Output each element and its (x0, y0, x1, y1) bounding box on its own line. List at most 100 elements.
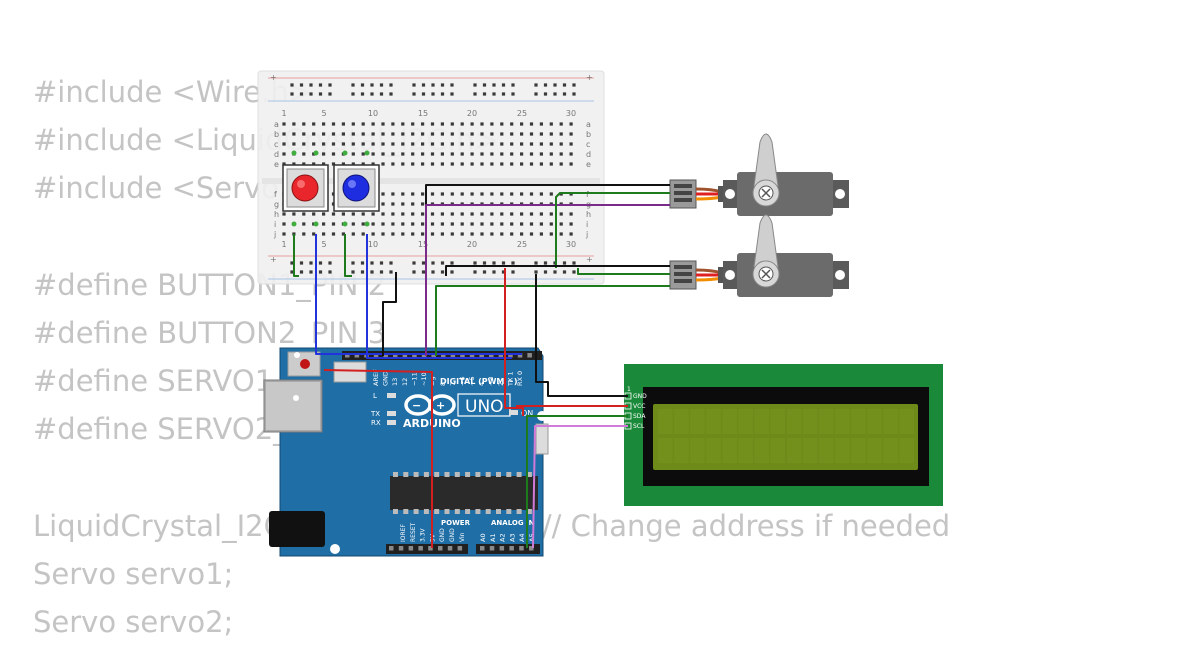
chip-pins (393, 472, 532, 514)
breadboard-hole (361, 222, 365, 226)
header-hole (529, 546, 534, 551)
breadboard-hole (569, 132, 573, 136)
rail-hole (572, 92, 576, 96)
wire-button2-signal (366, 234, 512, 359)
header-hole (383, 353, 388, 358)
row-letter: g (274, 200, 279, 209)
power-label: POWER (441, 519, 471, 527)
icsp-header (333, 361, 367, 383)
breadboard-hole (381, 232, 385, 236)
header-hole (480, 546, 485, 551)
breadboard-hole (351, 132, 355, 136)
breadboard-hole (381, 132, 385, 136)
rail-hole (482, 92, 487, 96)
wire-lcd-sda (526, 415, 628, 548)
breadboard-hole (500, 232, 504, 236)
rail-hole (318, 92, 323, 96)
rail-hole (431, 270, 435, 274)
breadboard-hole (292, 162, 296, 166)
rail-hole (412, 261, 416, 265)
reset-button[interactable] (300, 359, 310, 369)
breadboard-hole (559, 122, 563, 126)
pushbutton-blue[interactable] (333, 164, 380, 212)
breadboard-hole (391, 122, 395, 126)
rail-hole (492, 92, 496, 96)
breadboard-hole (351, 162, 355, 166)
servo-body (737, 172, 833, 216)
lcd-cell (690, 409, 705, 434)
wire-button2-gnd (344, 234, 352, 277)
breadboard-hole (411, 142, 415, 146)
breadboard-hole (450, 192, 454, 196)
breadboard-hole (381, 202, 385, 206)
pin-label: AREF (372, 369, 380, 386)
rail-hole (328, 83, 332, 87)
lcd-cell (658, 409, 673, 434)
breadboard-hole (559, 152, 563, 156)
lcd-cell (754, 438, 770, 463)
breadboard-hole (341, 122, 345, 126)
svg-text:+: + (436, 399, 445, 412)
breadboard-hole (430, 192, 435, 196)
wire-servo2-gnd (445, 265, 670, 276)
breadboard-hole (361, 122, 365, 126)
breadboard-hole (460, 122, 464, 126)
row-letter: d (586, 150, 591, 159)
power-header (386, 544, 468, 554)
button-cap[interactable] (342, 174, 370, 202)
wire-button1-gnd (293, 234, 299, 277)
breadboard-hole (381, 192, 385, 196)
breadboard-hole (401, 192, 405, 196)
wire-5v-power (323, 369, 433, 548)
breadboard-hole (520, 232, 524, 236)
pushbutton-red[interactable] (282, 164, 329, 212)
rail-hole (360, 261, 365, 265)
breadboard-hole (470, 122, 474, 126)
digital-label: DIGITAL (PWM ~) (440, 377, 518, 386)
breadboard-hole (539, 222, 543, 226)
pin-label: A2 (499, 533, 507, 542)
lcd-cell (819, 438, 834, 463)
breadboard-hole (450, 152, 454, 156)
header-hole (345, 353, 350, 358)
analog-header (476, 544, 540, 554)
rail-hole (299, 261, 304, 265)
breadboard-hole (381, 212, 385, 216)
lcd-character-cells (658, 409, 914, 463)
rail-hole (511, 83, 515, 87)
breadboard-hole (450, 142, 454, 146)
rail-plus-label: + (270, 73, 277, 82)
chip-pin (526, 472, 532, 477)
button-cap[interactable] (291, 174, 319, 202)
breadboard-hole (510, 222, 514, 226)
arduino-model: UNO (465, 397, 504, 417)
breadboard-hole (569, 212, 573, 216)
rail-hole (309, 270, 313, 274)
led-label-l: L (373, 392, 377, 400)
breadboard-hole (351, 232, 355, 236)
breadboard-hole (391, 192, 395, 196)
breadboard-hole (490, 162, 494, 166)
column-number: 25 (517, 109, 527, 118)
rail-hole (328, 92, 332, 96)
breadboard-hole (302, 142, 306, 146)
breadboard-hole (520, 162, 524, 166)
power-jack (269, 511, 325, 547)
rail-hole (511, 92, 515, 96)
breadboard-hole (510, 132, 514, 136)
header-hole (498, 353, 504, 358)
svg-text:−: − (412, 399, 421, 412)
pin-label: A5 (528, 533, 536, 542)
breadboard-hole (569, 152, 573, 156)
breadboard-hole (520, 152, 524, 156)
chip-pin (403, 509, 409, 514)
pin-label: ~9 (430, 376, 438, 386)
header-hole (457, 546, 463, 551)
servo-2 (669, 214, 849, 297)
breadboard-hole (371, 132, 375, 136)
pin-label: 2 (497, 382, 505, 386)
breadboard-hole (371, 162, 375, 166)
